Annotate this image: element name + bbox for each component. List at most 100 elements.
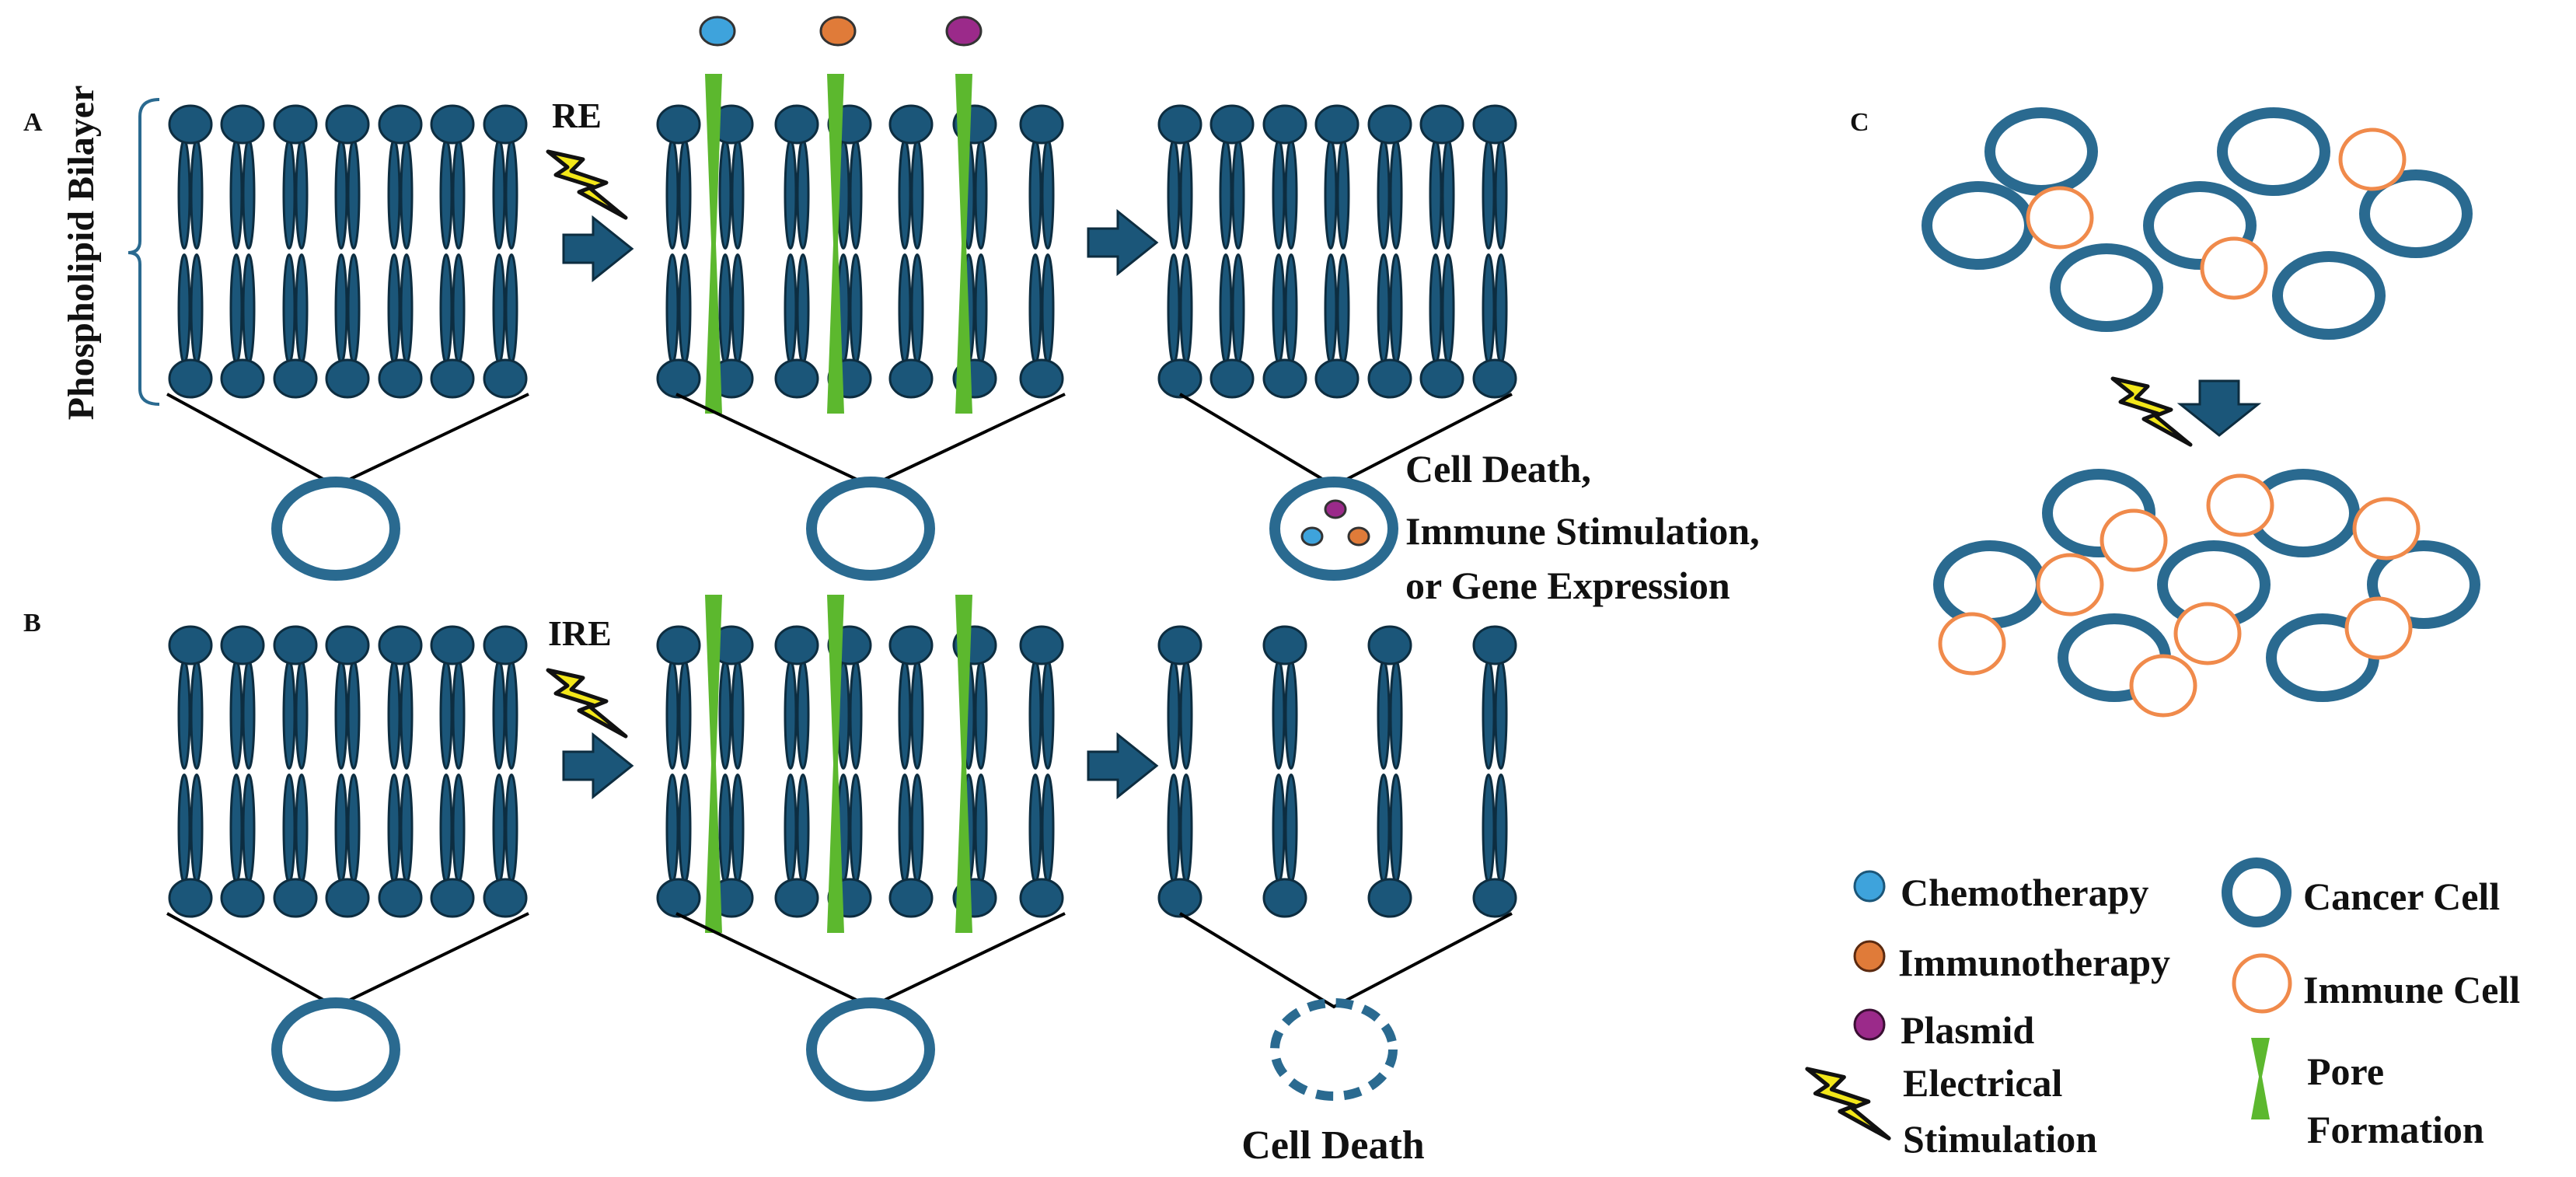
cancer-cell-legend-icon <box>2222 857 2292 927</box>
pore <box>955 595 972 933</box>
drug-molecules <box>699 16 1370 547</box>
lipid-tail <box>1482 253 1496 365</box>
lipid-head <box>1157 878 1202 918</box>
phospholipid-pair <box>1472 104 1517 399</box>
lipid-tail <box>282 253 296 365</box>
immune-cell <box>2338 127 2407 191</box>
lipid-tail <box>678 659 692 770</box>
membranes <box>166 74 1517 1102</box>
lipid-tail <box>974 253 988 365</box>
lipid-tail <box>1167 138 1181 250</box>
lipid-tail <box>665 659 679 770</box>
lipid-head <box>430 878 475 918</box>
legend-electrical-line-1: Electrical <box>1903 1061 2063 1105</box>
lipid-tail <box>452 659 466 770</box>
lipid-head <box>1367 878 1412 918</box>
right-arrow-icon <box>562 215 634 283</box>
lipid-tail <box>1179 774 1193 884</box>
lipid-tail <box>177 774 191 884</box>
phospholipid-pair <box>168 625 213 918</box>
lipid-head <box>1262 878 1307 918</box>
lipid-head <box>378 358 423 399</box>
lipid-tail <box>295 253 309 365</box>
lipid-tail <box>492 659 506 770</box>
lipid-head <box>656 104 701 145</box>
lipid-tail <box>910 253 924 365</box>
lipid-tail <box>910 774 924 884</box>
phospholipid-pair <box>888 625 934 918</box>
lipid-tail <box>1377 138 1391 250</box>
lipid-tail <box>678 138 692 250</box>
lipid-tail <box>242 253 256 365</box>
lipid-head <box>1472 878 1517 918</box>
legend-pore-line-2: Formation <box>2307 1108 2484 1151</box>
lipid-head <box>1472 358 1517 399</box>
phospholipid-pair <box>378 625 423 918</box>
legend-immunotherapy: Immunotherapy <box>1898 941 2170 984</box>
lipid-head <box>430 104 475 145</box>
lipid-tail <box>347 253 361 365</box>
lipid-tail <box>1284 138 1298 250</box>
immunotherapy-molecule <box>1347 526 1370 547</box>
lipid-tail <box>1377 253 1391 365</box>
immunotherapy-molecule <box>819 16 857 47</box>
lipid-tail <box>849 138 863 250</box>
lipid-head <box>273 358 318 399</box>
lipid-tail <box>1429 138 1443 250</box>
legend: Chemotherapy Immunotherapy Plasmid Elect… <box>1805 857 2520 1161</box>
lipid-tail <box>1041 659 1055 770</box>
immune-cell <box>1938 612 2006 676</box>
cell <box>1269 477 1398 581</box>
lipid-tail <box>334 138 348 250</box>
legend-plasmid: Plasmid <box>1901 1008 2034 1052</box>
lipid-tail <box>898 253 912 365</box>
lipid-tail <box>1272 659 1286 770</box>
lipid-tail <box>796 774 810 884</box>
lipid-tail <box>229 253 243 365</box>
lipid-head <box>1209 104 1255 145</box>
lipid-tail <box>242 138 256 250</box>
lipid-head <box>888 625 934 665</box>
lipid-head <box>1019 358 1064 399</box>
lipid-tail <box>1041 253 1055 365</box>
lipid-tail <box>796 138 810 250</box>
legend-pore-line-1: Pore <box>2307 1050 2384 1093</box>
lipid-tail <box>784 659 798 770</box>
lipid-tail <box>1028 774 1042 884</box>
lipid-head <box>656 625 701 665</box>
phospholipid-pair <box>325 104 370 399</box>
lightning-icon <box>546 149 628 220</box>
lipid-head <box>325 625 370 665</box>
lipid-tail <box>849 253 863 365</box>
lipid-tail <box>504 138 518 250</box>
lipid-tail <box>1389 659 1403 770</box>
lipid-tail <box>1429 253 1443 365</box>
immunotherapy-legend-icon <box>1853 940 1886 973</box>
lipid-tail <box>190 138 204 250</box>
lipid-tail <box>974 774 988 884</box>
lipid-head <box>168 104 213 145</box>
lipid-tail <box>849 659 863 770</box>
lipid-tail <box>295 659 309 770</box>
lipid-tail <box>1219 138 1233 250</box>
lipid-tail <box>1389 774 1403 884</box>
lipid-tail <box>1441 253 1455 365</box>
lipid-head <box>888 358 934 399</box>
panel-b-label: B <box>23 609 41 637</box>
immune-cell-legend-icon <box>2232 953 2292 1014</box>
lipid-tail <box>1272 774 1286 884</box>
lipid-tail <box>974 659 988 770</box>
result-line-1: Cell Death, <box>1405 447 1591 491</box>
phospholipid-pair <box>1419 104 1464 399</box>
down-arrow-icon <box>2176 379 2262 437</box>
plasmid-molecule <box>945 16 983 47</box>
membrane-a-before <box>166 104 529 581</box>
cell <box>2272 251 2386 340</box>
immune-cell <box>2344 596 2413 660</box>
cell <box>2217 107 2330 196</box>
legend-electrical-line-2: Stimulation <box>1903 1117 2097 1161</box>
lipid-head <box>1262 358 1307 399</box>
lipid-tail <box>718 774 732 884</box>
lipid-tail <box>282 659 296 770</box>
